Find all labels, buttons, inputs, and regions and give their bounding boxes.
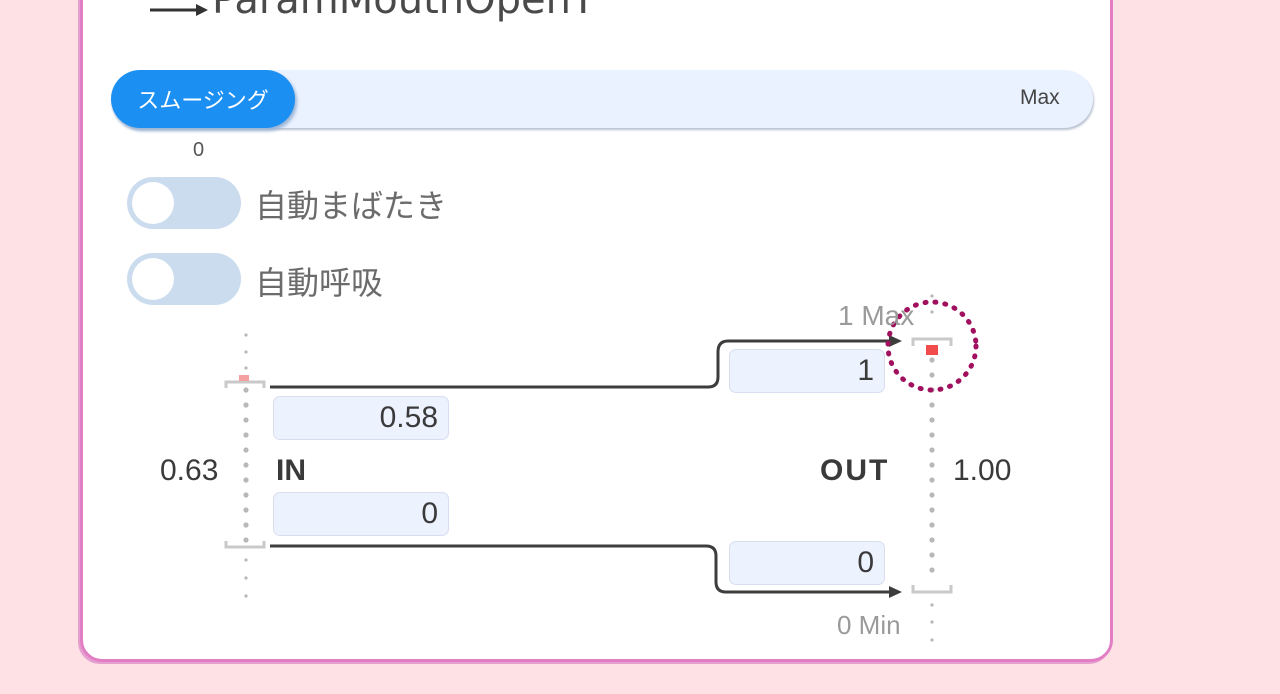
auto-blink-toggle[interactable] [127,177,241,229]
auto-blink-label: 自動まばたき [255,187,448,225]
in-max-bracket [224,380,266,388]
smoothing-slider-thumb[interactable]: スムージング [111,70,295,128]
out-min-bracket [911,585,953,594]
auto-breath-toggle[interactable] [127,253,241,305]
smoothing-value: 0 [193,139,205,161]
toggle-knob [132,258,174,300]
out-max-bracket [911,337,953,346]
smoothing-max-label: Max [1020,86,1060,109]
in-current-value: 0.63 [160,454,219,487]
out-label: OUT [820,454,890,487]
out-current-indicator [926,345,938,355]
in-current-indicator [239,375,249,381]
out-max-caption: 1 Max [838,300,915,331]
arrow-right-icon [150,4,208,16]
in-axis [243,333,249,598]
in-min-bracket [224,541,266,549]
out-current-value: 1.00 [953,454,1012,487]
parameter-name: ParamMouthOpenY [212,0,596,23]
out-min-caption: 0 Min [837,610,901,640]
min-mapping-arrow-icon [889,586,902,598]
in-max-input[interactable]: 0.58 [273,396,449,440]
smoothing-label: スムージング [137,89,269,114]
in-min-input[interactable]: 0 [273,492,449,536]
highlight-ring [885,299,979,393]
out-min-input[interactable]: 0 [729,541,885,585]
max-mapping-arrow-icon [889,335,902,347]
auto-breath-label: 自動呼吸 [255,264,384,302]
in-label: IN [276,454,306,487]
min-mapping-line [270,544,890,594]
out-max-input[interactable]: 1 [729,349,885,393]
max-mapping-line [270,339,890,389]
toggle-knob [132,182,174,224]
